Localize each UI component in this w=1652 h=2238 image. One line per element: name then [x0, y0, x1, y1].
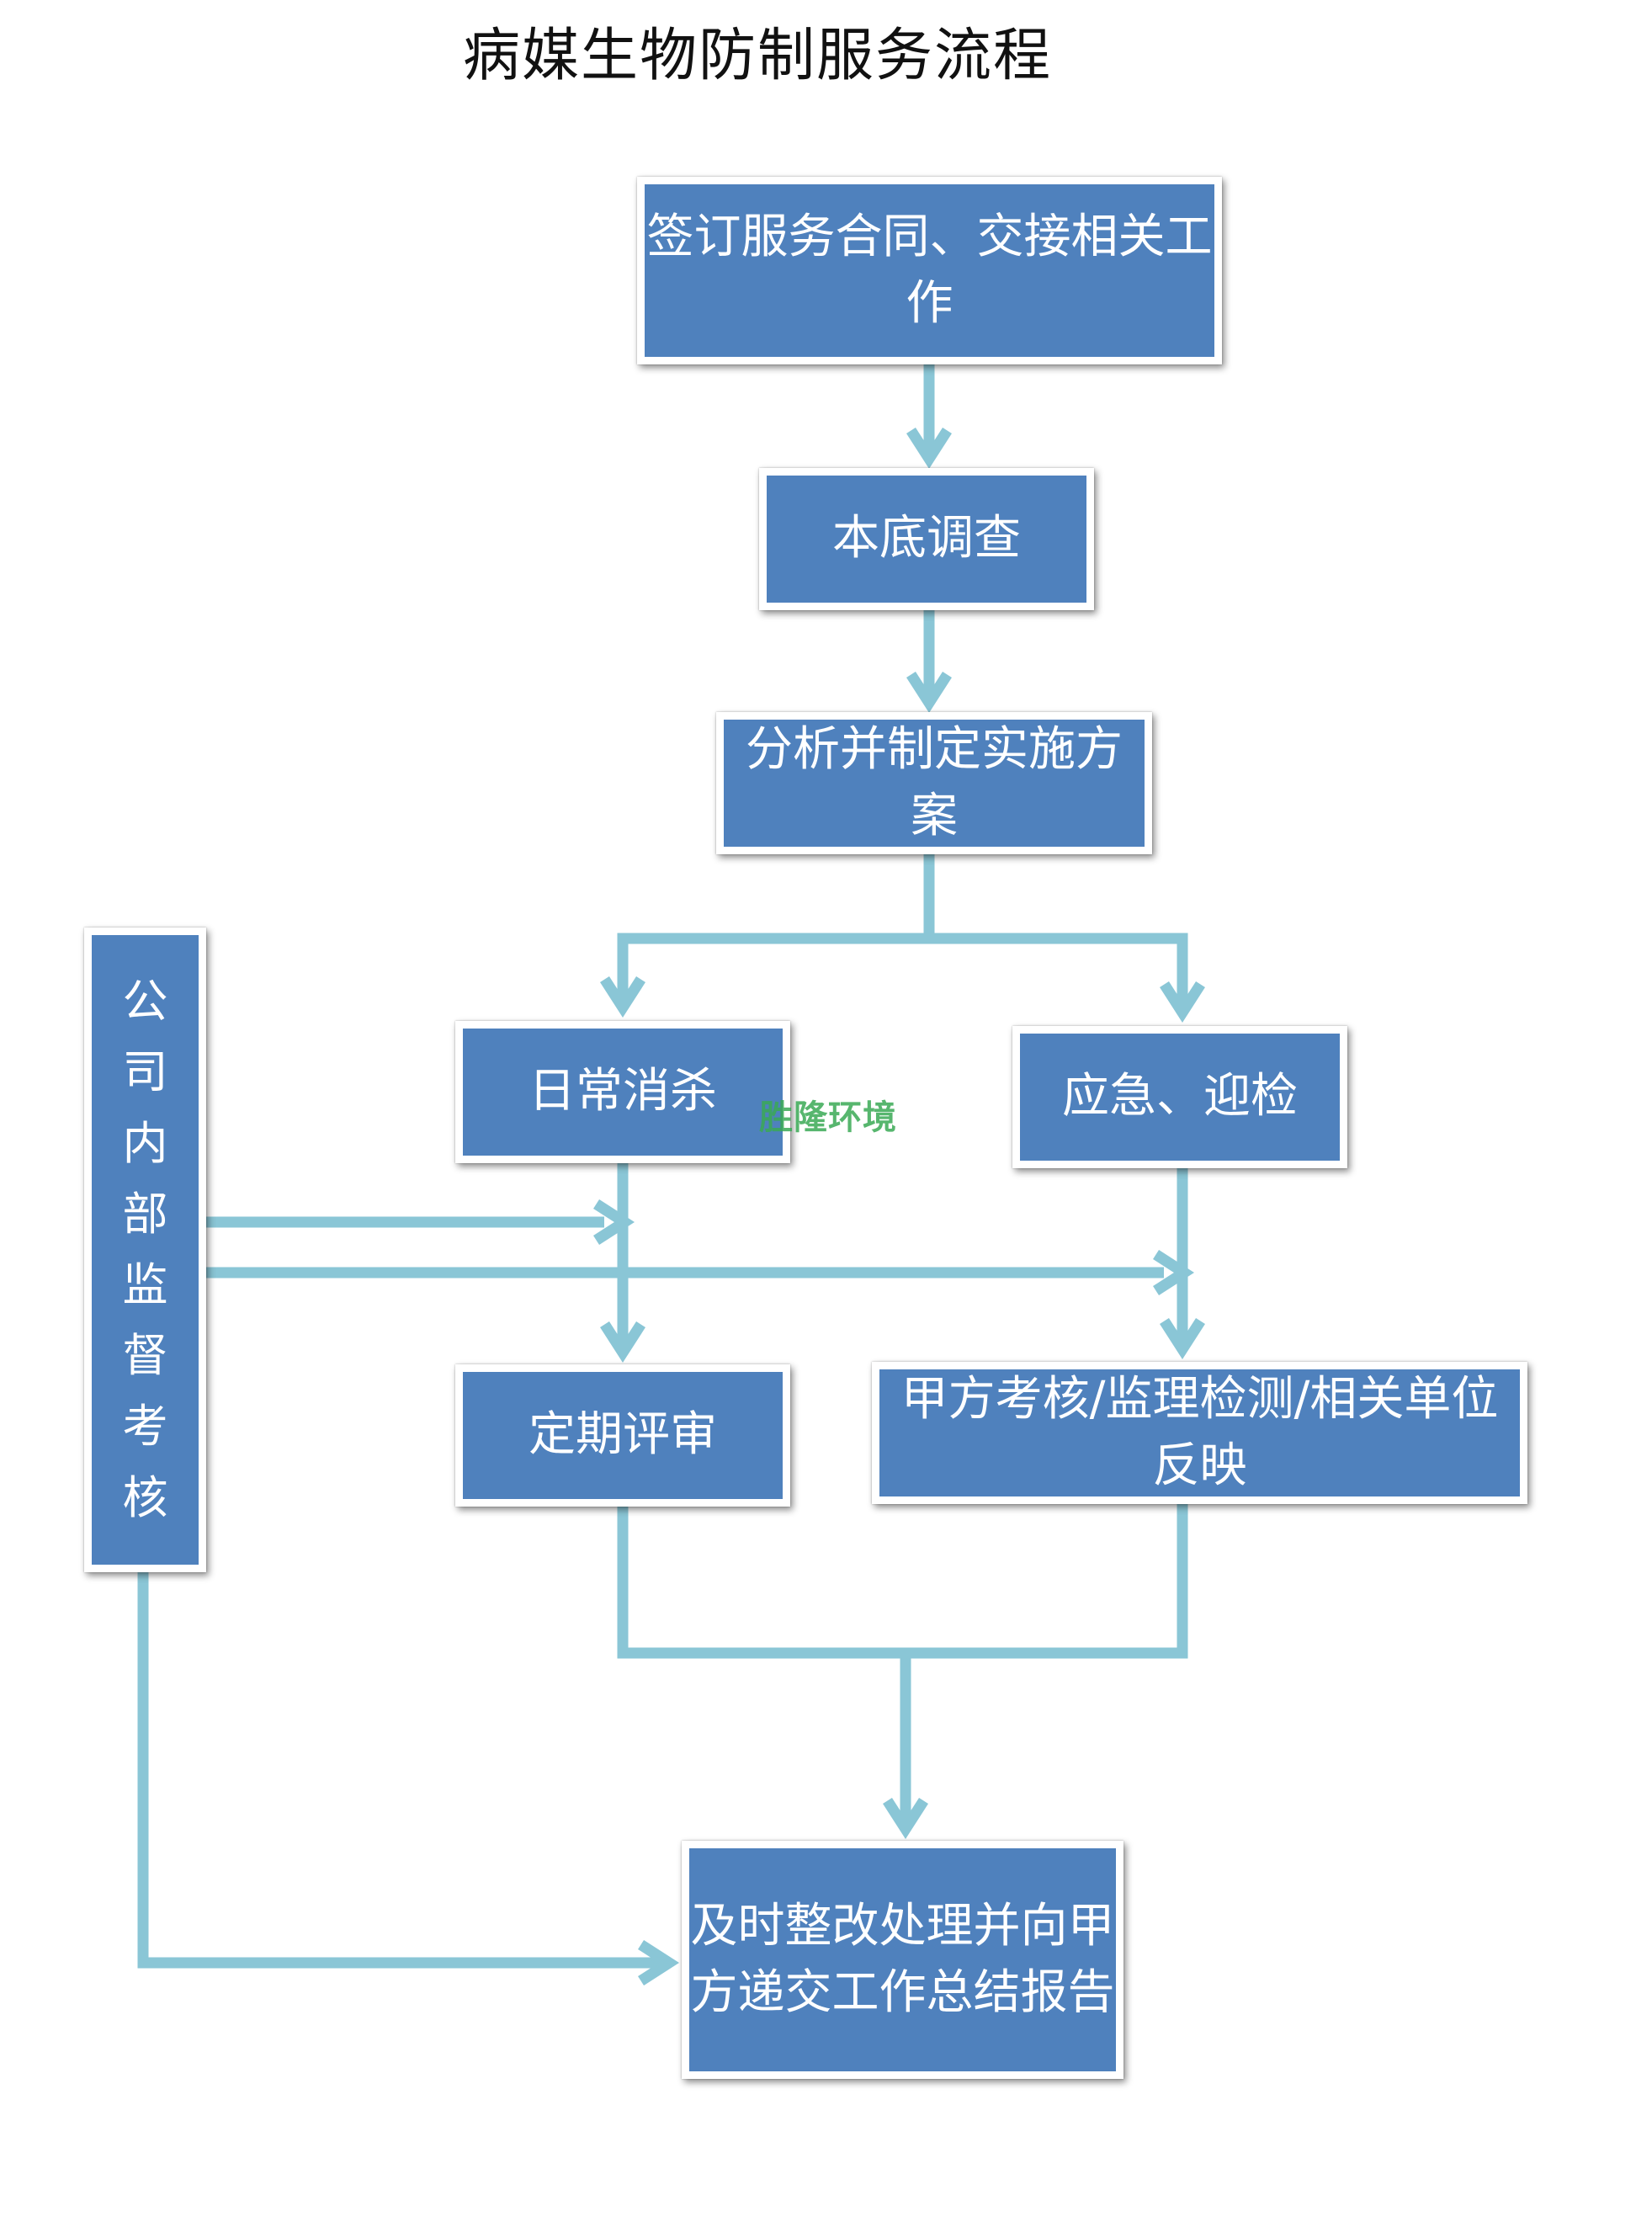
supervision-char: 部: [122, 1187, 168, 1241]
node-rectify-line2: 方递交工作总结报告: [690, 1964, 1115, 2020]
node-plan-label: 分析并制定实施方案: [746, 722, 1123, 843]
node-emergency-label: 应急、迎检: [1062, 1069, 1298, 1124]
node-plan: 分析并制定实施方案: [716, 712, 1152, 854]
supervision-char: 司: [122, 1045, 168, 1099]
node-rectify-line1: 及时整改处理并向甲: [690, 1899, 1115, 1954]
page-title: 病媒生物防制服务流程: [462, 23, 1052, 89]
node-client-check: 甲方考核/监理检测/相关单位反映: [872, 1362, 1527, 1504]
supervision-char: 核: [122, 1470, 168, 1524]
arrowhead-review: [600, 1321, 645, 1364]
edge-plan-emergency: [929, 933, 1188, 1008]
watermark: 胜隆环境: [759, 1098, 897, 1137]
arrowhead-sup-emergency: [1153, 1250, 1195, 1295]
edge-supervision-rectify: [137, 1572, 665, 1969]
arrowhead-rectify-left: [638, 1940, 680, 1985]
supervision-char: 监: [122, 1258, 168, 1311]
arrowhead-rectify-top: [883, 1798, 928, 1840]
node-daily: 日常消杀: [455, 1021, 790, 1163]
node-survey-label: 本底调查: [832, 511, 1021, 566]
edge-plan-branch: [617, 854, 935, 1003]
node-contract: 签订服务合同、交接相关工作: [637, 177, 1222, 364]
supervision-char: 考: [122, 1400, 168, 1454]
node-review: 定期评审: [455, 1364, 790, 1507]
node-rectify: 及时整改处理并向甲 方递交工作总结报告: [682, 1841, 1123, 2079]
node-client-check-label: 甲方考核/监理检测/相关单位反映: [900, 1372, 1499, 1493]
node-daily-label: 日常消杀: [529, 1064, 717, 1119]
node-survey: 本底调查: [759, 468, 1094, 610]
arrowhead-emergency: [1160, 981, 1205, 1023]
node-contract-label: 签订服务合同、交接相关工作: [646, 210, 1213, 331]
arrowhead-check: [1160, 1318, 1205, 1360]
arrowhead-plan: [906, 672, 952, 714]
supervision-char: 督: [122, 1329, 168, 1383]
arrowhead-sup-daily: [593, 1199, 635, 1245]
supervision-char: 公: [122, 975, 168, 1029]
node-review-label: 定期评审: [529, 1407, 717, 1463]
arrowhead-daily: [600, 976, 645, 1018]
supervision-char: 内: [122, 1116, 168, 1170]
arrowhead-survey: [906, 428, 952, 470]
node-supervision: 公 司 内 部 监 督 考 核: [84, 928, 206, 1572]
node-emergency: 应急、迎检: [1012, 1026, 1347, 1168]
edge-review-merge: [617, 1504, 1188, 1659]
